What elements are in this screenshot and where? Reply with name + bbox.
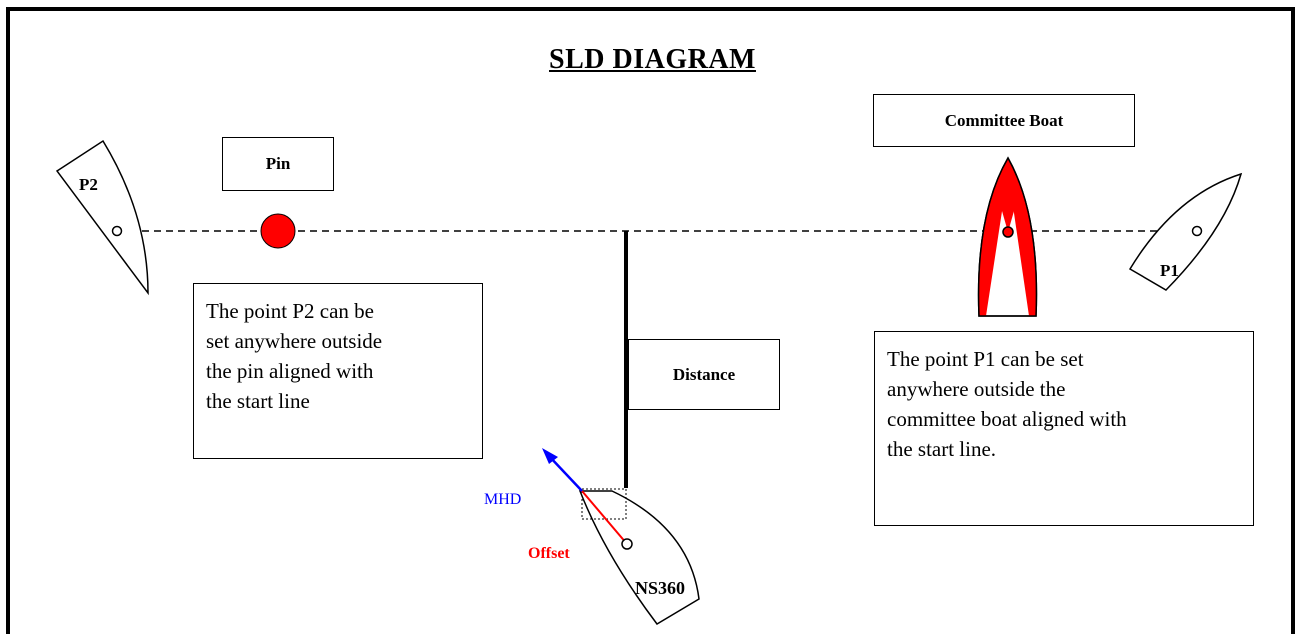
p2-note-line: the start line — [206, 389, 310, 413]
pin-label: Pin — [265, 154, 291, 173]
p2-note-box: The point P2 can be set anywhere outside… — [193, 283, 483, 459]
p1-note-line: anywhere outside the — [887, 377, 1066, 401]
ns360-label: NS360 — [635, 578, 685, 598]
committee-boat-fill-top — [996, 158, 1020, 232]
mhd-label: MHD — [484, 491, 521, 508]
offset-line — [581, 490, 628, 545]
p2-label: P2 — [79, 175, 98, 194]
p1-note-box: The point P1 can be set anywhere outside… — [874, 331, 1254, 526]
p2-note-line: the pin aligned with — [206, 359, 374, 383]
p1-note-line: The point P1 can be set — [887, 347, 1084, 371]
p2-note-line: The point P2 can be — [206, 299, 374, 323]
p2-boat-hull — [55, 139, 149, 296]
mhd-arrow-shaft — [548, 455, 583, 492]
distance-label-box: Distance — [628, 339, 780, 410]
committee-boat-point — [1002, 226, 1014, 238]
p2-point-marker — [111, 225, 123, 237]
page-title: SLD DIAGRAM — [549, 44, 756, 75]
pin-label-box: Pin — [222, 137, 334, 191]
offset-dotted-box — [581, 488, 627, 520]
distance-label: Distance — [672, 364, 736, 384]
mhd-arrowhead — [542, 448, 558, 464]
p1-note-line: committee boat aligned with — [887, 407, 1127, 431]
offset-label: Offset — [528, 545, 570, 562]
pin-buoy — [260, 213, 296, 249]
committee-boat-label-box: Committee Boat — [873, 94, 1135, 147]
p1-point-marker — [1191, 225, 1203, 237]
diagram-frame — [6, 7, 1295, 634]
p1-note-line: the start line. — [887, 437, 997, 461]
committee-boat-label: Committee Boat — [944, 110, 1064, 130]
ns360-point-marker — [621, 538, 633, 550]
p2-note-line: set anywhere outside — [206, 329, 383, 353]
p1-label: P1 — [1160, 261, 1179, 280]
p1-boat-hull — [1128, 172, 1243, 291]
